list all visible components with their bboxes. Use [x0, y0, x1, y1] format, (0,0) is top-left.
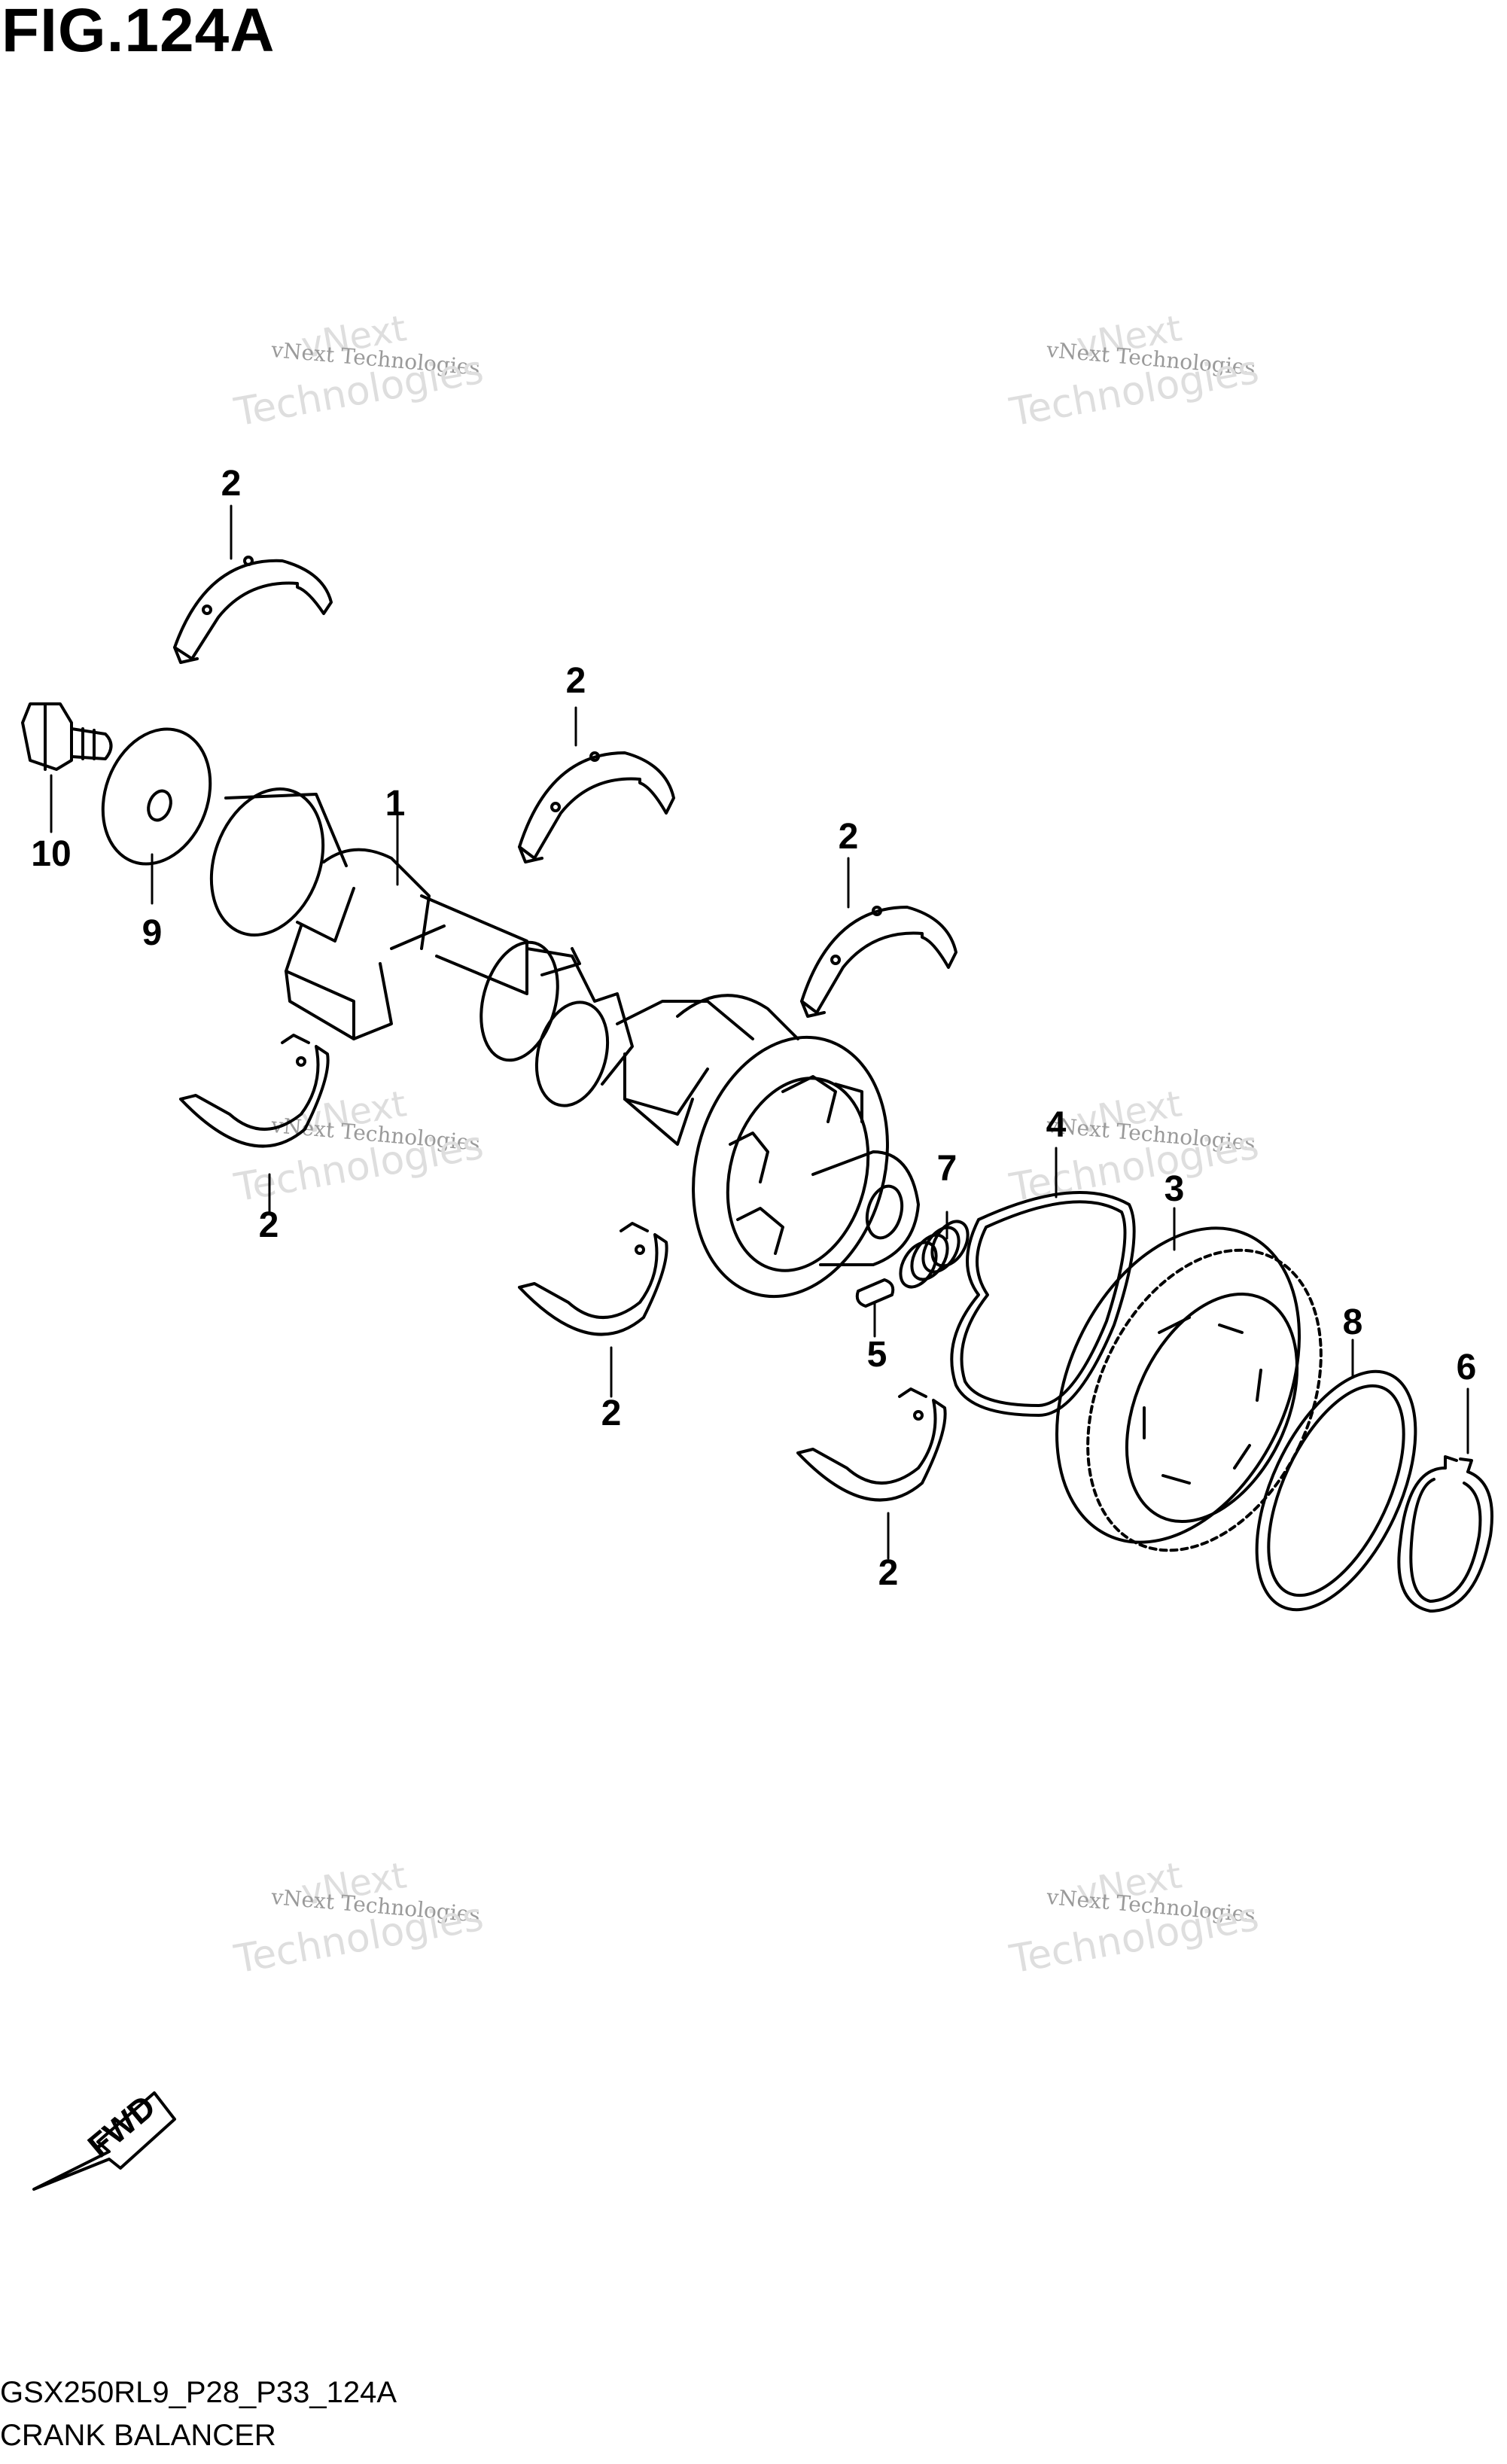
callout-2: 2	[601, 1393, 622, 1433]
callout-1: 1	[385, 784, 406, 824]
callout-7: 7	[936, 1149, 957, 1189]
callout-10: 10	[31, 834, 72, 874]
callout-2: 2	[258, 1205, 279, 1245]
balancer-shaft	[209, 787, 920, 1299]
bolt	[21, 702, 113, 771]
thrust-washer	[1255, 1369, 1417, 1612]
figure-title: FIG.124A	[2, 0, 276, 65]
callout-9: 9	[142, 913, 163, 953]
bearing-half	[518, 751, 675, 863]
pin	[855, 1278, 895, 1308]
diagram-name: CRANK BALANCER	[0, 2419, 276, 2452]
spring	[899, 1220, 970, 1289]
callout-2: 2	[838, 817, 859, 857]
bearing-half	[800, 906, 957, 1018]
balancer-gear	[1055, 1226, 1323, 1552]
callout-6: 6	[1456, 1348, 1477, 1387]
o-ring	[950, 1191, 1136, 1417]
callout-5: 5	[866, 1335, 887, 1375]
washer	[101, 727, 212, 866]
bearing-half	[179, 1034, 330, 1148]
model-code: GSX250RL9_P28_P33_124A	[0, 2376, 397, 2409]
callout-4: 4	[1046, 1105, 1067, 1145]
leader-lines	[50, 504, 1469, 1560]
callout-2: 2	[878, 1553, 899, 1593]
callout-2: 2	[565, 661, 586, 701]
fwd-arrow-icon	[32, 2091, 176, 2191]
bearing-half	[796, 1387, 947, 1502]
callout-2: 2	[221, 464, 242, 504]
bearing-half	[518, 1222, 668, 1336]
callout-8: 8	[1342, 1302, 1363, 1342]
callout-3: 3	[1164, 1169, 1185, 1209]
circlip	[1397, 1455, 1493, 1613]
bearing-half	[173, 556, 333, 664]
